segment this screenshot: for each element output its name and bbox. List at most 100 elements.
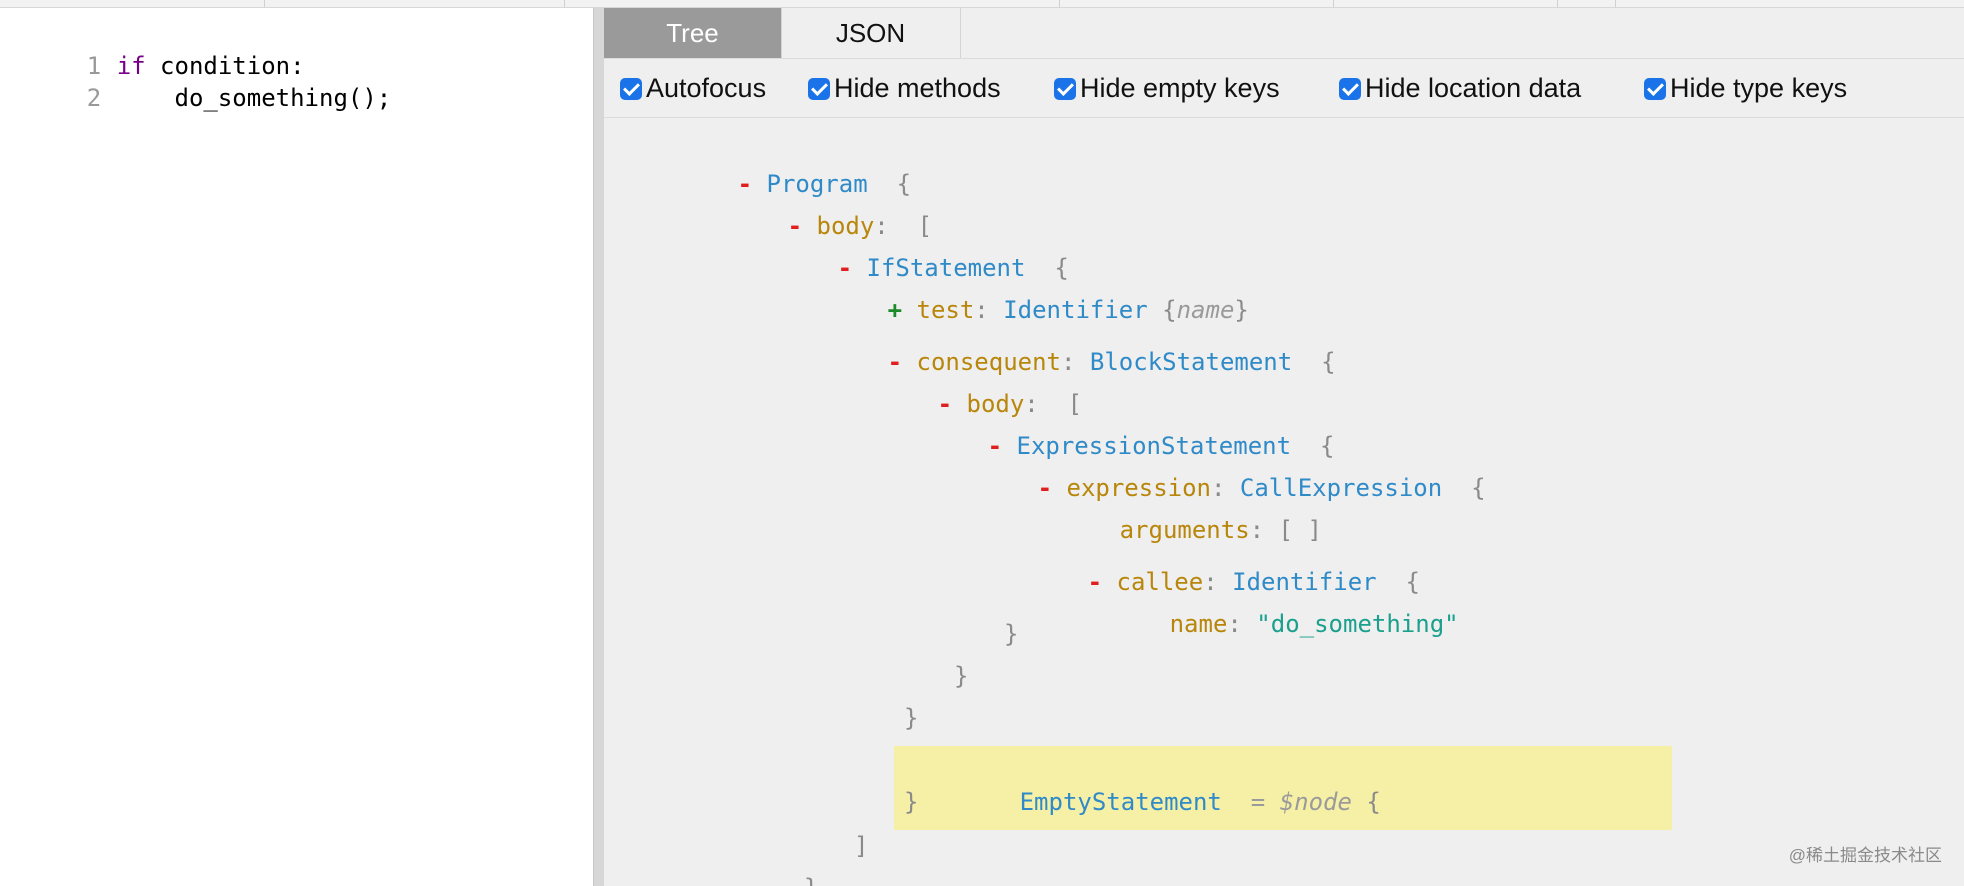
watermark: @稀土掘金技术社区 bbox=[1788, 846, 1942, 865]
property-key: expression bbox=[1066, 474, 1212, 502]
ast-output-panel: Tree JSON Autofocus Hide methods Hide em… bbox=[604, 8, 1964, 886]
property-key: callee bbox=[1116, 568, 1204, 596]
open-brace: { bbox=[896, 170, 912, 198]
toolbar-separator bbox=[1333, 0, 1334, 7]
line-number: 2 bbox=[86, 84, 102, 112]
ast-tree: - Program { - body: [ - IfStatement { + … bbox=[604, 118, 1964, 886]
tree-node-expression-statement[interactable]: - ExpressionStatement { bbox=[872, 398, 1335, 460]
string-value: "do_something" bbox=[1256, 610, 1459, 638]
open-brace: { bbox=[1319, 432, 1335, 460]
collapse-toggle[interactable]: - bbox=[987, 432, 1003, 460]
checkbox-checked-icon[interactable] bbox=[1644, 78, 1666, 100]
tree-node-empty-statement[interactable]: EmptyStatement = $node { bbox=[904, 754, 1381, 816]
checkbox-checked-icon[interactable] bbox=[620, 78, 642, 100]
node-type[interactable]: Identifier bbox=[1232, 568, 1377, 596]
option-hide-type-keys[interactable]: Hide type keys bbox=[1644, 73, 1847, 103]
property-key: body bbox=[966, 390, 1025, 418]
node-type[interactable]: Identifier bbox=[1003, 296, 1148, 324]
node-variable-hint: = $node bbox=[1250, 788, 1352, 816]
tree-property-test[interactable]: + test: Identifier {name} bbox=[772, 262, 1249, 324]
option-autofocus[interactable]: Autofocus bbox=[620, 73, 766, 103]
summary-keys: name bbox=[1176, 296, 1235, 324]
toolbar-separator bbox=[1059, 0, 1060, 7]
open-brace: { bbox=[1321, 348, 1336, 376]
summary-open-brace: { bbox=[1162, 296, 1177, 324]
property-key: test bbox=[916, 296, 975, 324]
toolbar-separator bbox=[1615, 0, 1616, 7]
option-label: Hide type keys bbox=[1670, 73, 1848, 103]
code-line[interactable]: 1 if condition: bbox=[0, 18, 305, 80]
option-hide-empty-keys[interactable]: Hide empty keys bbox=[1054, 73, 1280, 103]
tree-property-expression[interactable]: - expression: CallExpression { bbox=[922, 440, 1486, 502]
node-type[interactable]: IfStatement bbox=[866, 254, 1026, 282]
toolbar-separator bbox=[564, 0, 565, 7]
tree-options-bar: Autofocus Hide methods Hide empty keys H… bbox=[604, 59, 1964, 118]
selected-node-highlight bbox=[894, 746, 1672, 830]
code-editor[interactable]: 1 if condition: 2 do_something(); bbox=[0, 8, 593, 886]
colon: : bbox=[1024, 390, 1039, 418]
expand-toggle[interactable]: + bbox=[887, 296, 903, 324]
code-text: condition: bbox=[145, 52, 305, 80]
node-type[interactable]: EmptyStatement bbox=[1019, 788, 1222, 816]
option-label: Hide methods bbox=[834, 73, 1001, 103]
tree-property-body[interactable]: - body: [ bbox=[672, 178, 933, 240]
tree-node-program[interactable]: - Program { bbox=[622, 136, 911, 198]
open-brace: { bbox=[1366, 788, 1381, 816]
tree-node-if-statement[interactable]: - IfStatement { bbox=[722, 220, 1069, 282]
collapse-toggle[interactable]: - bbox=[787, 212, 803, 240]
option-hide-location-data[interactable]: Hide location data bbox=[1339, 73, 1581, 103]
collapse-toggle[interactable]: - bbox=[937, 390, 953, 418]
open-brace: { bbox=[1471, 474, 1486, 502]
collapse-toggle[interactable]: - bbox=[737, 170, 753, 198]
line-number: 1 bbox=[86, 52, 102, 80]
close-bracket: ] bbox=[854, 832, 869, 860]
node-type[interactable]: BlockStatement bbox=[1089, 348, 1293, 376]
collapse-toggle[interactable]: - bbox=[1037, 474, 1053, 502]
node-type[interactable]: ExpressionStatement bbox=[1016, 432, 1292, 460]
collapse-toggle[interactable]: - bbox=[887, 348, 903, 376]
property-key: arguments bbox=[1119, 516, 1250, 544]
collapse-toggle[interactable]: - bbox=[837, 254, 853, 282]
summary-close-brace: } bbox=[1234, 296, 1249, 324]
checkbox-checked-icon[interactable] bbox=[1054, 78, 1076, 100]
tree-property-body[interactable]: - body: [ bbox=[822, 356, 1083, 418]
tab-tree[interactable]: Tree bbox=[604, 8, 781, 58]
colon: : bbox=[1227, 610, 1242, 638]
open-bracket: [ bbox=[917, 212, 933, 240]
option-label: Hide location data bbox=[1365, 73, 1582, 103]
tree-property-arguments[interactable]: arguments: [ ] bbox=[1004, 482, 1322, 544]
toolbar-separator bbox=[1557, 0, 1558, 7]
close-brace: } bbox=[804, 872, 818, 886]
option-label: Autofocus bbox=[646, 73, 767, 103]
colon: : bbox=[1203, 568, 1218, 596]
checkbox-checked-icon[interactable] bbox=[1339, 78, 1361, 100]
close-brace: } bbox=[954, 662, 969, 690]
tab-json[interactable]: JSON bbox=[835, 18, 906, 48]
colon: : bbox=[1249, 516, 1265, 544]
top-toolbar-strip bbox=[0, 0, 1964, 8]
code-line[interactable]: 2 do_something(); bbox=[0, 50, 392, 112]
close-brace: } bbox=[904, 788, 919, 816]
tree-property-consequent[interactable]: - consequent: BlockStatement { bbox=[772, 314, 1336, 376]
pane-resize-handle[interactable] bbox=[593, 8, 604, 886]
close-brace: } bbox=[904, 704, 919, 732]
node-type[interactable]: Program bbox=[766, 170, 868, 198]
tree-property-callee[interactable]: - callee: Identifier { bbox=[972, 534, 1420, 596]
tree-property-name[interactable]: name: "do_something" bbox=[1054, 576, 1459, 638]
open-bracket: [ bbox=[1067, 390, 1083, 418]
open-brace: { bbox=[1405, 568, 1420, 596]
tab-separator bbox=[781, 8, 782, 58]
collapse-toggle[interactable]: - bbox=[1087, 568, 1103, 596]
property-key: body bbox=[816, 212, 875, 240]
close-brace: } bbox=[1004, 620, 1019, 648]
empty-array: [ ] bbox=[1278, 516, 1322, 544]
tab-separator bbox=[960, 8, 961, 58]
colon: : bbox=[974, 296, 989, 324]
code-keyword: if bbox=[116, 52, 146, 80]
view-tabs: Tree JSON bbox=[604, 8, 1964, 59]
checkbox-checked-icon[interactable] bbox=[808, 78, 830, 100]
property-key: name bbox=[1169, 610, 1228, 638]
option-hide-methods[interactable]: Hide methods bbox=[808, 73, 1001, 103]
node-type[interactable]: CallExpression bbox=[1239, 474, 1443, 502]
